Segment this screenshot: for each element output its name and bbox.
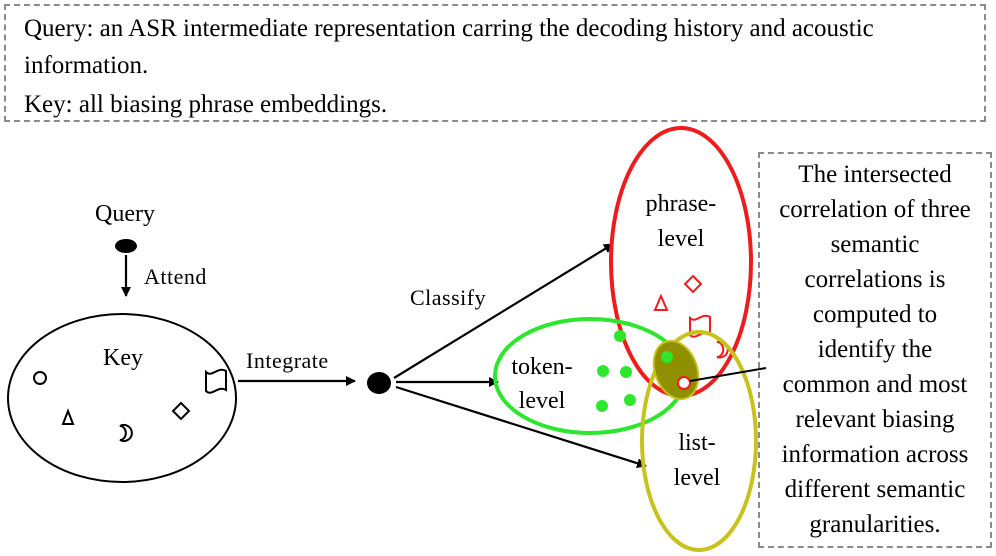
integrate-label: Integrate — [246, 348, 329, 373]
explanation-line-11: granularities. — [809, 511, 941, 538]
red-triangle-icon — [653, 293, 669, 311]
explanation-line-3: semantic — [830, 231, 920, 258]
explanation-line-1: The intersected — [798, 161, 952, 188]
triangle-icon — [61, 408, 75, 425]
explanation-line-4: correlations is — [804, 266, 946, 293]
explanation-line-9: information across — [781, 441, 969, 468]
explanation-line-2: correlation of three — [779, 196, 971, 223]
diamond-icon — [171, 401, 191, 421]
integrated-node — [367, 372, 391, 394]
token-dot — [614, 330, 626, 342]
intersection-pointer-line — [689, 367, 767, 382]
crescent-icon — [119, 424, 133, 442]
key-label: Key — [103, 345, 143, 371]
query-description: Query: an ASR intermediate representatio… — [24, 15, 874, 42]
arrow-to-list-level — [395, 385, 647, 469]
phrase-level-label-line-1: phrase- — [646, 191, 717, 217]
token-dot — [620, 366, 632, 378]
red-diamond-icon — [683, 274, 703, 294]
phrase-level-label-line-2: level — [658, 226, 705, 252]
intersection-token-dot — [661, 351, 673, 363]
list-level-label-line-2: level — [674, 465, 721, 491]
circle-icon — [33, 371, 47, 385]
explanation-line-5: computed to — [812, 301, 938, 328]
explanation-line-8: relevant biasing — [795, 406, 955, 433]
intersection-region — [652, 339, 700, 401]
token-level-label-line-2: level — [519, 388, 566, 414]
explanation-line-10: different semantic — [784, 476, 966, 503]
token-dot — [597, 365, 609, 377]
query-node — [115, 239, 137, 253]
wave-flag-icon — [205, 368, 227, 394]
query-label: Query — [95, 201, 155, 227]
explanation-box: The intersected correlation of three sem… — [758, 152, 992, 548]
token-dot — [624, 394, 636, 406]
description-box: Query: an ASR intermediate representatio… — [4, 4, 986, 122]
token-level-label-line-1: token- — [511, 354, 572, 380]
query-description-continued: information. — [24, 52, 149, 79]
list-level-ellipse — [640, 330, 758, 552]
key-description: Key: all biasing phrase embeddings. — [24, 91, 388, 118]
intersection-selected-marker — [677, 376, 691, 390]
classify-label: Classify — [410, 285, 486, 310]
explanation-line-6: identify the — [817, 336, 933, 363]
token-dot — [596, 400, 608, 412]
explanation-line-7: common and most — [782, 371, 968, 398]
list-level-label-line-1: list- — [678, 430, 715, 456]
attend-label: Attend — [144, 264, 207, 289]
key-ellipse — [7, 313, 237, 483]
arrow-to-phrase-level — [393, 243, 614, 379]
